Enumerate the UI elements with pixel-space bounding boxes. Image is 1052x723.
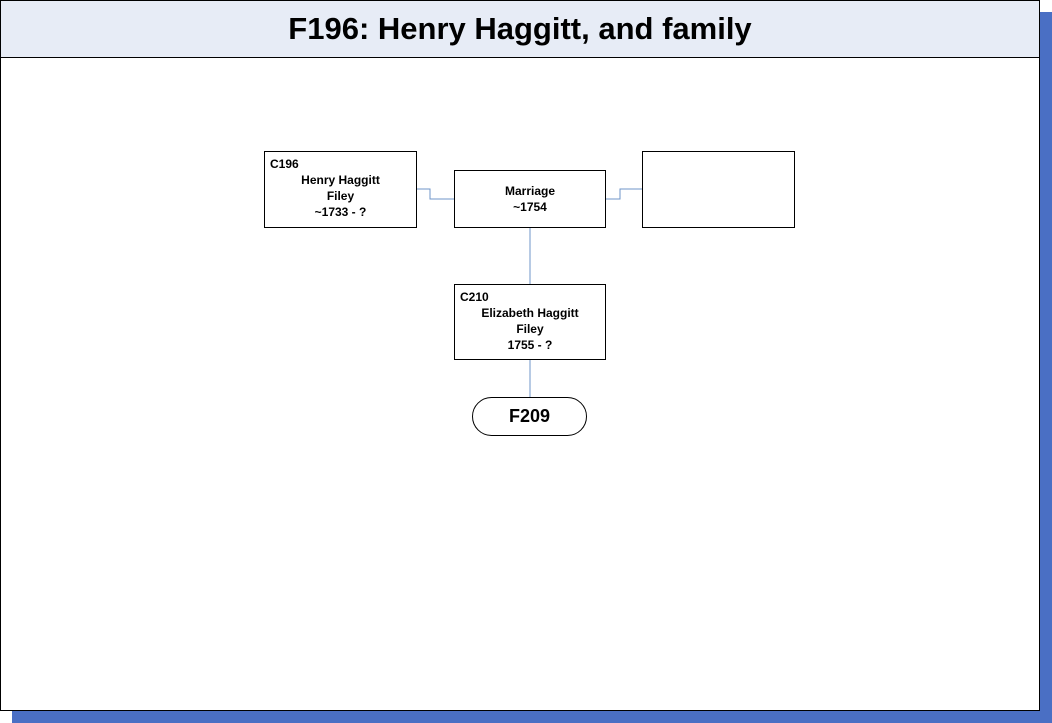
child-name: Elizabeth Haggitt	[481, 306, 579, 320]
marriage-box[interactable]: Marriage ~1754	[454, 170, 606, 228]
spouse-1-place: Filey	[326, 189, 355, 203]
child-box[interactable]: C210 Elizabeth Haggitt Filey 1755 - ?	[454, 284, 606, 360]
title-bar: F196: Henry Haggitt, and family	[1, 1, 1039, 58]
child-dates: 1755 - ?	[507, 338, 553, 352]
marriage-date: ~1754	[513, 200, 547, 214]
child-place: Filey	[516, 322, 544, 336]
spouse-1-dates: ~1733 - ?	[314, 205, 367, 219]
spouse-1-code: C196	[270, 157, 299, 171]
spouse-2-box[interactable]	[642, 151, 795, 228]
spouse-2-connector	[606, 188, 642, 200]
marriage-label: Marriage	[504, 184, 556, 198]
child-code: C210	[460, 290, 489, 304]
spouse-1-box[interactable]: C196 Henry Haggitt Filey ~1733 - ?	[264, 151, 417, 228]
spouse-1-connector	[417, 188, 454, 200]
spouse-1-name: Henry Haggitt	[301, 173, 380, 187]
child-family-link[interactable]: F209	[472, 397, 587, 436]
page-title: F196: Henry Haggitt, and family	[288, 11, 752, 46]
